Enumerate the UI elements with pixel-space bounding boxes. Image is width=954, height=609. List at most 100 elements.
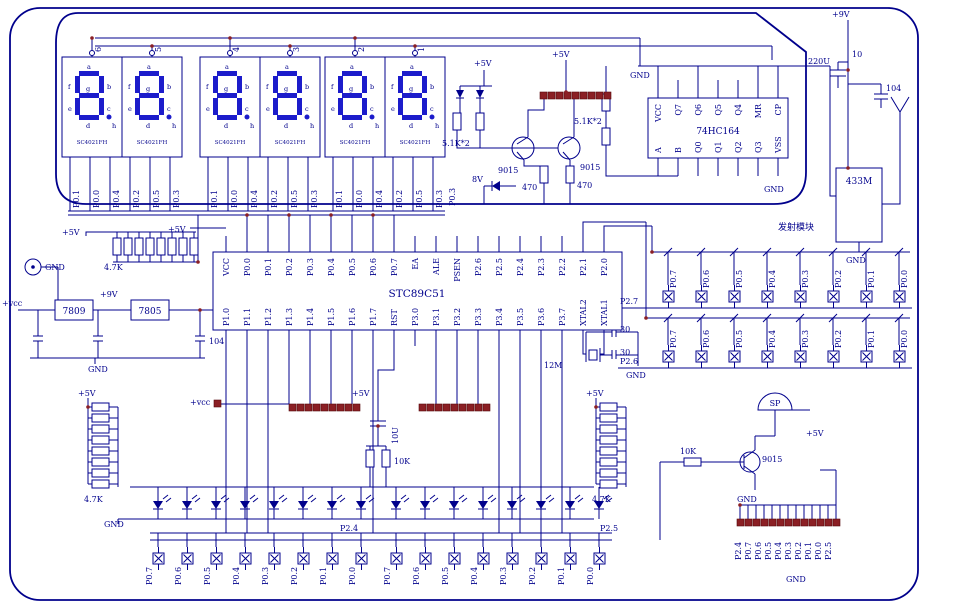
rf-module-cn-label: 发射模块	[778, 221, 814, 233]
gnd-label: GND	[630, 71, 650, 80]
col-label: P0.3	[261, 567, 270, 585]
shift-register-name: 74HC164	[696, 127, 740, 137]
led-row: GND P2.4 P2.5	[104, 486, 618, 533]
gnd-label: GND	[626, 371, 646, 380]
col-label: P0.5	[735, 270, 744, 288]
mcu-pin-label: P2.1	[579, 258, 588, 276]
seven-segment-displays: 6 5 4 3 2 1	[61, 47, 446, 158]
mcu-pin-label: P2.3	[537, 258, 546, 276]
gnd-label: GND	[104, 520, 124, 529]
resistor-value: 4.7K	[104, 263, 124, 272]
port-label: P0.4	[112, 190, 121, 208]
col-label: P0.5	[203, 567, 212, 585]
transistor-label: 9015	[762, 455, 782, 464]
port-label: P0.2	[270, 190, 279, 208]
v9-label: +9V	[832, 10, 850, 19]
rf-transmitter-section: +9V 220U 10 104 433M 发射模块 GND	[778, 10, 901, 265]
connector-pin-label: P0.5	[764, 542, 773, 560]
mcu-pin-label: P0.0	[243, 258, 252, 276]
digit-select-label: 1	[417, 47, 426, 52]
sr-pin-label: Q2	[734, 141, 743, 153]
gnd-label: GND	[764, 185, 784, 194]
resistor-value: 470	[577, 181, 592, 190]
port-label: P0.0	[355, 190, 364, 208]
mcu-name: STC89C51	[389, 288, 446, 300]
mcu-pin-label: P3.6	[537, 308, 546, 326]
mcu-pin-label: P2.6	[474, 258, 483, 276]
mcu-pin-label: P0.7	[390, 258, 399, 276]
sr-pin-label: Q1	[714, 141, 723, 153]
sr-pin-label: Q5	[714, 104, 723, 116]
mcu-pin-label: ALE	[432, 258, 441, 276]
gnd-label: GND	[45, 263, 65, 272]
transistor-icon	[511, 136, 535, 160]
mcu-pin-label: P0.6	[369, 258, 378, 276]
v5-label: +5V	[352, 389, 370, 398]
diode-icon	[456, 90, 464, 98]
gnd-label: GND	[786, 575, 806, 584]
port-label: P0.3	[310, 190, 319, 208]
v5-label: +5V	[62, 228, 80, 237]
mcu-pin-label: PSEN	[453, 258, 462, 282]
col-label: P0.6	[412, 567, 421, 585]
connector-pin-label: P2.4	[734, 542, 743, 560]
cap-value: 30	[620, 348, 630, 357]
mcu-pin-label: EA	[411, 258, 420, 270]
port-label: P0.1	[210, 190, 219, 208]
mcu-pin-label: P3.0	[411, 308, 420, 326]
mcu-pin-label: P0.5	[348, 258, 357, 276]
col-label: P0.0	[586, 567, 595, 585]
sr-pin-label: Q7	[674, 104, 683, 116]
transistor-label: 9015	[498, 166, 518, 175]
bottom-right-connector: P2.4 P0.7 P0.6 P0.5 P0.4 P0.3 P0.2 P0.1 …	[734, 518, 841, 584]
resistor-value: 4.7K	[592, 495, 612, 504]
bottom-right-network: +5V 4.7K	[586, 389, 618, 504]
gnd-label: GND	[737, 495, 757, 504]
col-label: P0.4	[232, 567, 241, 585]
col-label: P0.1	[867, 270, 876, 288]
zener-icon	[492, 181, 500, 191]
display-panel-border	[55, 12, 807, 205]
power-supply-left: GND +vcc 7809 7805 +9V 104 GND +5V	[2, 225, 224, 374]
speaker-circuit: SP 10K 9015 +5V GND	[680, 392, 824, 504]
port-label: P0.5	[152, 190, 161, 208]
mcu-pin-label: RST	[390, 308, 399, 326]
sr-pin-label: Q3	[754, 141, 763, 153]
mcu-pin-label: P2.5	[495, 258, 504, 276]
mcu-pin-label: P3.5	[516, 308, 525, 326]
row-label: P2.6	[620, 357, 638, 366]
port-label: P0.1	[72, 190, 81, 208]
v9-label: +9V	[100, 290, 118, 299]
gnd-label: GND	[88, 365, 108, 374]
col-label: P0.6	[174, 567, 183, 585]
speaker-label: SP	[770, 399, 781, 408]
col-label: P0.4	[768, 270, 777, 288]
col-label: P0.7	[669, 270, 678, 288]
diode-icon	[476, 90, 484, 98]
mid-headers: +vcc +5V 10U 10K	[190, 389, 491, 468]
connector-pin-label: P0.7	[744, 542, 753, 560]
col-label: P0.4	[768, 330, 777, 348]
mcu-pin-label: P0.1	[264, 258, 273, 276]
gnd-label: GND	[846, 256, 866, 265]
col-label: P0.1	[867, 330, 876, 348]
shift-register-74hc164: 74HC164 VCC Q7 Q6 Q5 Q4 MR CP A B Q0 Q1 …	[630, 71, 789, 194]
crystal-circuit: 12M 30 30 GND	[544, 325, 646, 380]
resistor-value: 10K	[680, 447, 697, 456]
port-label: P0.4	[250, 190, 259, 208]
zener-value: 8V	[472, 175, 483, 184]
resistor-value: 470	[522, 183, 537, 192]
port-label: P0.0	[92, 190, 101, 208]
mcu-pin-label: P3.3	[474, 308, 483, 326]
port-label: P0.3	[435, 190, 444, 208]
connector-pin-label: P2.5	[824, 542, 833, 560]
port-label: P0.0	[230, 190, 239, 208]
bottom-left-network: +5V 4.7K	[78, 389, 110, 504]
connector-pin-label: P0.6	[754, 542, 763, 560]
connector-pin-label: P0.0	[814, 542, 823, 560]
outer-border	[9, 7, 919, 601]
regulator-label: 7805	[139, 307, 162, 317]
col-label: P0.2	[834, 270, 843, 288]
mcu-pin-label: P1.1	[243, 308, 252, 326]
